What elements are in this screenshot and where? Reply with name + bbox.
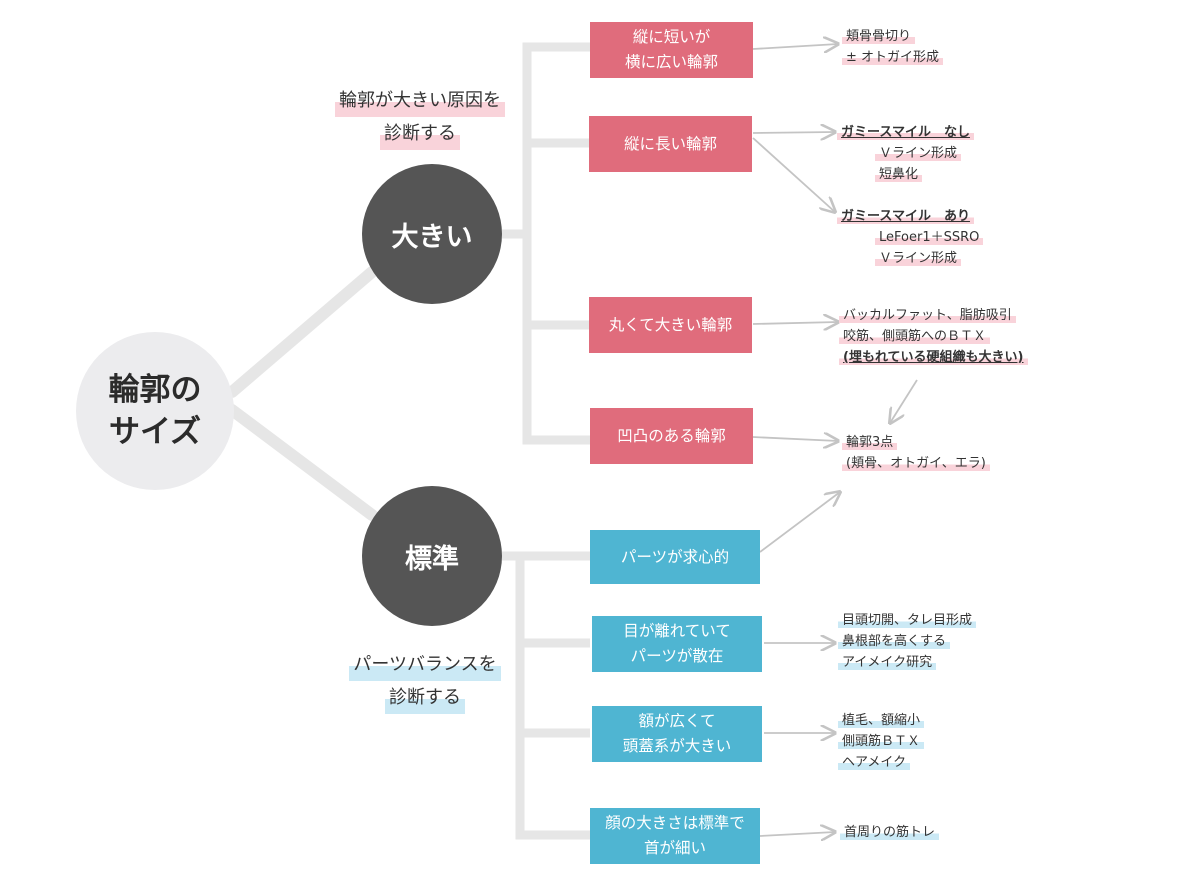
notes-gummy-yes: ガミースマイル あり LeFoer1＋SSRO Ｖライン形成	[837, 206, 984, 269]
branch-eyes: 目が離れていて パーツが散在	[592, 616, 762, 672]
notes-short-wide: 頬骨骨切り ± オトガイ形成	[842, 26, 944, 68]
branch-neck: 顔の大きさは標準で 首が細い	[590, 808, 760, 864]
notes-uneven: 輪郭3点 (頬骨、オトガイ、エラ)	[842, 432, 990, 474]
root-to-standard-line	[226, 404, 378, 521]
arrow-round	[752, 322, 838, 324]
branch-short-wide: 縦に短いが 横に広い輪郭	[590, 22, 753, 78]
branch-long: 縦に長い輪郭	[589, 116, 752, 172]
large-caption: 輪郭が大きい原因を 診断する	[315, 84, 525, 150]
arrow-long-yes	[752, 137, 835, 212]
standard-node: 標準	[362, 486, 502, 626]
branch-forehead: 額が広くて 頭蓋系が大きい	[592, 706, 762, 762]
arrow-long-none	[752, 132, 835, 133]
standard-caption: パーツバランスを 診断する	[325, 648, 525, 714]
notes-eyes: 目頭切開、タレ目形成 鼻根部を高くする アイメイク研究	[838, 610, 977, 673]
arrow-buried	[890, 379, 918, 423]
arrow-short-wide	[752, 44, 838, 49]
notes-round: バッカルファット、脂肪吸引 咬筋、側頭筋へのＢＴＸ (埋もれている硬組織も大きい…	[839, 305, 1028, 368]
root-node: 輪郭の サイズ	[76, 332, 234, 490]
branch-centripetal: パーツが求心的	[590, 530, 760, 584]
large-node: 大きい	[362, 164, 502, 304]
notes-neck: 首周りの筋トレ	[840, 822, 940, 843]
notes-forehead: 植毛、額縮小 側頭筋ＢＴＸ ヘアメイク	[838, 710, 925, 773]
branch-round: 丸くて大きい輪郭	[589, 297, 752, 353]
root-to-large-line	[226, 266, 378, 398]
standard-bracket	[502, 551, 590, 840]
arrow-centripetal	[759, 492, 840, 553]
arrow-uneven	[752, 437, 838, 441]
large-bracket	[502, 42, 590, 445]
branch-uneven: 凹凸のある輪郭	[590, 408, 753, 464]
notes-gummy-none: ガミースマイル なし Ｖライン形成 短鼻化	[837, 122, 974, 185]
arrow-neck	[759, 832, 835, 836]
